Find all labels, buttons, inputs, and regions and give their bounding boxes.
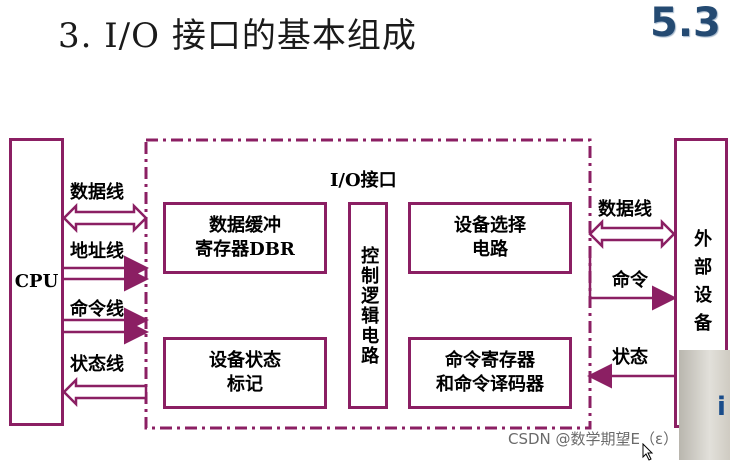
overlay-glyph: i [717,392,726,422]
section-number: 5.3 [650,0,721,46]
device-data-arrow [588,218,676,250]
data-bus-arrow [62,202,148,234]
control-logic-circuit: 控制逻辑电路 [348,202,388,409]
status-line-label: 状态线 [70,354,124,375]
device-select-line-2: 电路 [472,239,508,260]
address-line-label: 地址线 [70,241,124,262]
device-status-line-1: 设备状态 [209,349,281,371]
cpu-block: CPU [9,138,64,426]
device-status-line-2: 标记 [227,374,263,395]
external-device-label: 外部设备 [691,229,713,341]
cpu-label: CPU [14,270,59,292]
watermark: CSDN @数学期望E（ε） [508,430,679,448]
device-command-label: 命令 [612,270,648,291]
device-status-flag: 设备状态 标记 [163,337,327,409]
data-line-label: 数据线 [70,182,124,203]
device-select-circuit: 设备选择 电路 [408,202,572,274]
device-data-line-label: 数据线 [598,199,652,220]
control-logic-label: 控制逻辑电路 [358,245,380,366]
mouse-cursor-icon [642,443,654,461]
camera-overlay-image: i [679,350,730,460]
device-select-line-1: 设备选择 [454,214,526,236]
data-buffer-line-2: 寄存器DBR [195,239,295,260]
command-register-line-1: 命令寄存器 [445,349,535,371]
command-register-decoder: 命令寄存器 和命令译码器 [408,337,572,409]
data-buffer-register: 数据缓冲 寄存器DBR [163,202,327,274]
page-title: 3. I/O 接口的基本组成 [58,16,417,56]
command-arrow [588,258,677,311]
data-buffer-line-1: 数据缓冲 [208,214,281,236]
io-interface-title: I/O接口 [330,170,397,191]
device-status-label: 状态 [612,347,648,368]
status-bus-arrow [62,376,148,408]
command-register-line-2: 和命令译码器 [436,374,544,395]
command-line-label: 命令线 [70,299,124,320]
